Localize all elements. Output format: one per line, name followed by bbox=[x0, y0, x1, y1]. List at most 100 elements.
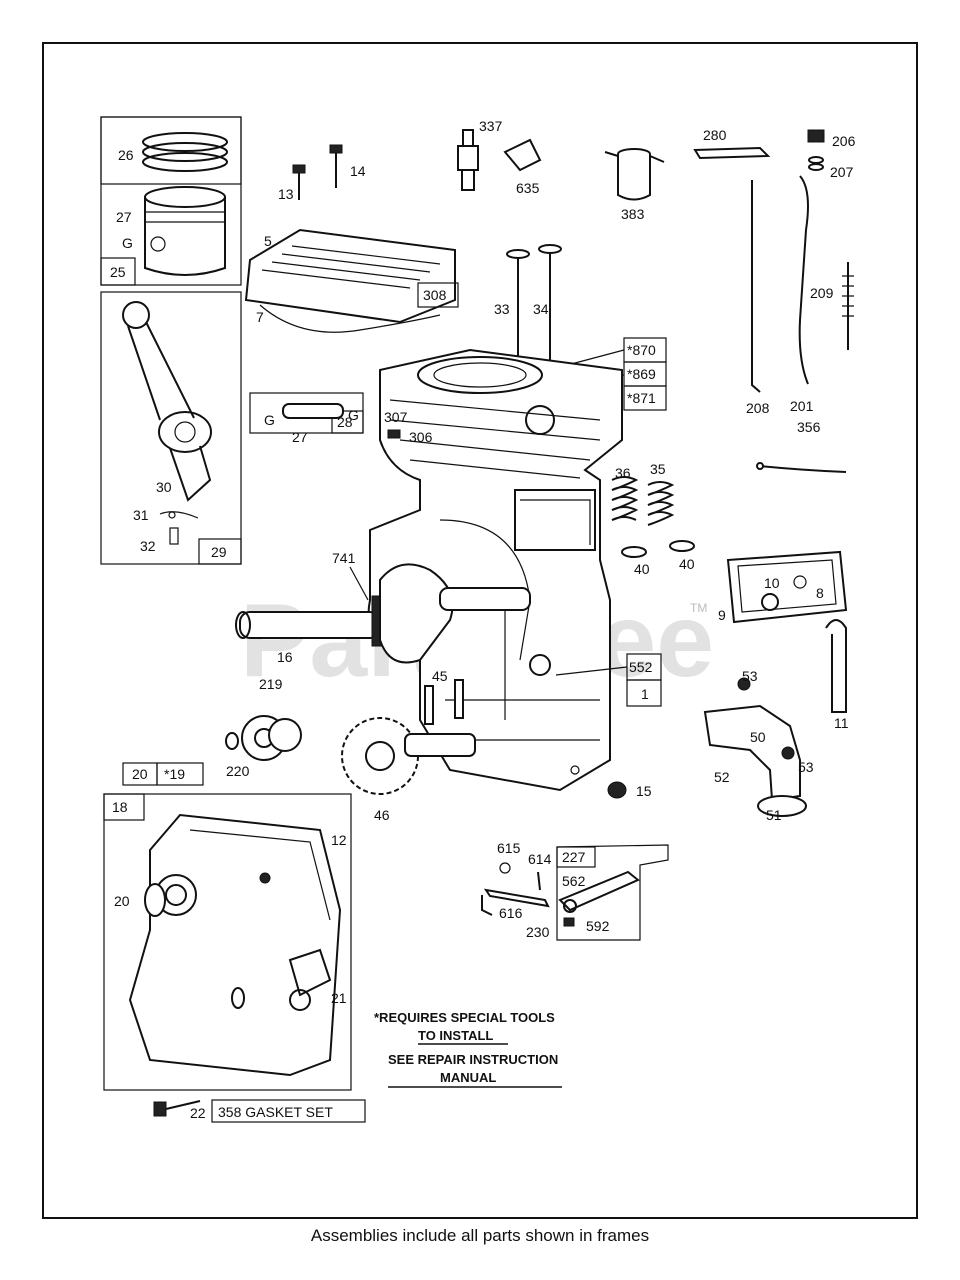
boxed-ref-869: *869 bbox=[627, 366, 656, 382]
camshaft bbox=[341, 717, 476, 795]
sump-refs bbox=[122, 762, 204, 786]
footer-caption: Assemblies include all parts shown in fr… bbox=[310, 1226, 650, 1245]
connecting-rod-frame bbox=[100, 291, 242, 565]
connecting-rod bbox=[122, 301, 212, 502]
label-208: 208 bbox=[746, 400, 770, 416]
breather-hose bbox=[825, 619, 847, 713]
governor-lever-frame bbox=[481, 844, 669, 941]
boxed-ref-552: 552 bbox=[629, 659, 653, 675]
valve-springs bbox=[611, 476, 675, 526]
oil-slinger-refs bbox=[555, 653, 662, 707]
label-9: 9 bbox=[718, 607, 726, 623]
boxed-ref-28: 28 bbox=[337, 414, 353, 430]
piston bbox=[144, 186, 226, 276]
piston-pin-frame: G G bbox=[249, 392, 364, 434]
tappets bbox=[424, 679, 464, 725]
drain-plug bbox=[607, 781, 627, 799]
boxed-ref-1: 1 bbox=[641, 686, 649, 702]
label-46: 46 bbox=[374, 807, 390, 823]
piston-assembly-frame: G bbox=[100, 116, 242, 286]
intake-elbow bbox=[703, 677, 807, 817]
label-337: 337 bbox=[479, 118, 503, 134]
label-615: 615 bbox=[497, 840, 521, 856]
label-8: 8 bbox=[816, 585, 824, 601]
label-741: 741 bbox=[332, 550, 356, 566]
label-36: 36 bbox=[615, 465, 631, 481]
label-616: 616 bbox=[499, 905, 523, 921]
note-special-tools-2: TO INSTALL bbox=[418, 1028, 493, 1043]
piston-rings bbox=[142, 132, 228, 172]
label-220: 220 bbox=[226, 763, 250, 779]
note-repair-2: MANUAL bbox=[440, 1070, 496, 1085]
boxed-ref-29: 29 bbox=[211, 544, 227, 560]
boxed-ref-25: 25 bbox=[110, 264, 126, 280]
boxed-ref-870: *870 bbox=[627, 342, 656, 358]
label-7: 7 bbox=[256, 309, 264, 325]
spring-retainers bbox=[621, 540, 695, 558]
crankshaft bbox=[235, 563, 531, 664]
governor-rods bbox=[751, 175, 854, 393]
label-16: 16 bbox=[277, 649, 293, 665]
label-5: 5 bbox=[264, 233, 272, 249]
label-13: 13 bbox=[278, 186, 294, 202]
label-230: 230 bbox=[526, 924, 550, 940]
label-33: 33 bbox=[494, 301, 510, 317]
note-repair-1: SEE REPAIR INSTRUCTION bbox=[388, 1052, 558, 1067]
label-219: 219 bbox=[259, 676, 283, 692]
label-562: 562 bbox=[562, 873, 586, 889]
governor-link-plate bbox=[693, 146, 771, 160]
label-34: 34 bbox=[533, 301, 549, 317]
boxed-ref-358: 358 GASKET SET bbox=[218, 1104, 333, 1120]
label-32: 32 bbox=[140, 538, 156, 554]
label-15: 15 bbox=[636, 783, 652, 799]
head-bolts bbox=[292, 144, 343, 200]
label-40a: 40 bbox=[634, 561, 650, 577]
label-45: 45 bbox=[432, 668, 448, 684]
label-614: 614 bbox=[528, 851, 552, 867]
boxed-ref-20: 20 bbox=[132, 766, 148, 782]
boxed-ref-871: *871 bbox=[627, 390, 656, 406]
boxed-ref-227: 227 bbox=[562, 849, 586, 865]
label-383: 383 bbox=[621, 206, 645, 222]
label-356: 356 bbox=[797, 419, 821, 435]
breather-tube bbox=[604, 148, 665, 201]
svg-text:G: G bbox=[348, 407, 359, 423]
label-27a: 27 bbox=[116, 209, 132, 225]
label-10: 10 bbox=[764, 575, 780, 591]
label-40b: 40 bbox=[679, 556, 695, 572]
boxed-ref-358-frame bbox=[211, 1099, 366, 1123]
spark-plug-boot bbox=[503, 138, 542, 172]
label-51: 51 bbox=[766, 807, 782, 823]
label-635: 635 bbox=[516, 180, 540, 196]
label-50: 50 bbox=[750, 729, 766, 745]
screw-and-washer bbox=[807, 129, 825, 171]
label-53a: 53 bbox=[742, 668, 758, 684]
label-52: 52 bbox=[714, 769, 730, 785]
governor-gear bbox=[225, 715, 302, 761]
label-14: 14 bbox=[350, 163, 366, 179]
label-209: 209 bbox=[810, 285, 834, 301]
sump-bolt bbox=[153, 1100, 201, 1117]
breather-cover bbox=[726, 550, 848, 624]
sump-frame bbox=[103, 793, 352, 1091]
diagram-frame bbox=[42, 42, 918, 1219]
svg-text:G: G bbox=[122, 235, 133, 251]
label-21: 21 bbox=[331, 990, 347, 1006]
label-31: 31 bbox=[133, 507, 149, 523]
label-22: 22 bbox=[190, 1105, 206, 1121]
label-306: 306 bbox=[409, 429, 433, 445]
spark-plug bbox=[457, 129, 479, 191]
label-27b: 27 bbox=[292, 429, 308, 445]
label-30: 30 bbox=[156, 479, 172, 495]
label-26: 26 bbox=[118, 147, 134, 163]
label-307: 307 bbox=[384, 409, 408, 425]
label-207: 207 bbox=[830, 164, 854, 180]
label-206: 206 bbox=[832, 133, 856, 149]
label-53b: 53 bbox=[798, 759, 814, 775]
label-35: 35 bbox=[650, 461, 666, 477]
cylinder-head bbox=[244, 228, 456, 333]
boxed-ref-308: 308 bbox=[423, 287, 447, 303]
label-12: 12 bbox=[331, 832, 347, 848]
label-280: 280 bbox=[703, 127, 727, 143]
